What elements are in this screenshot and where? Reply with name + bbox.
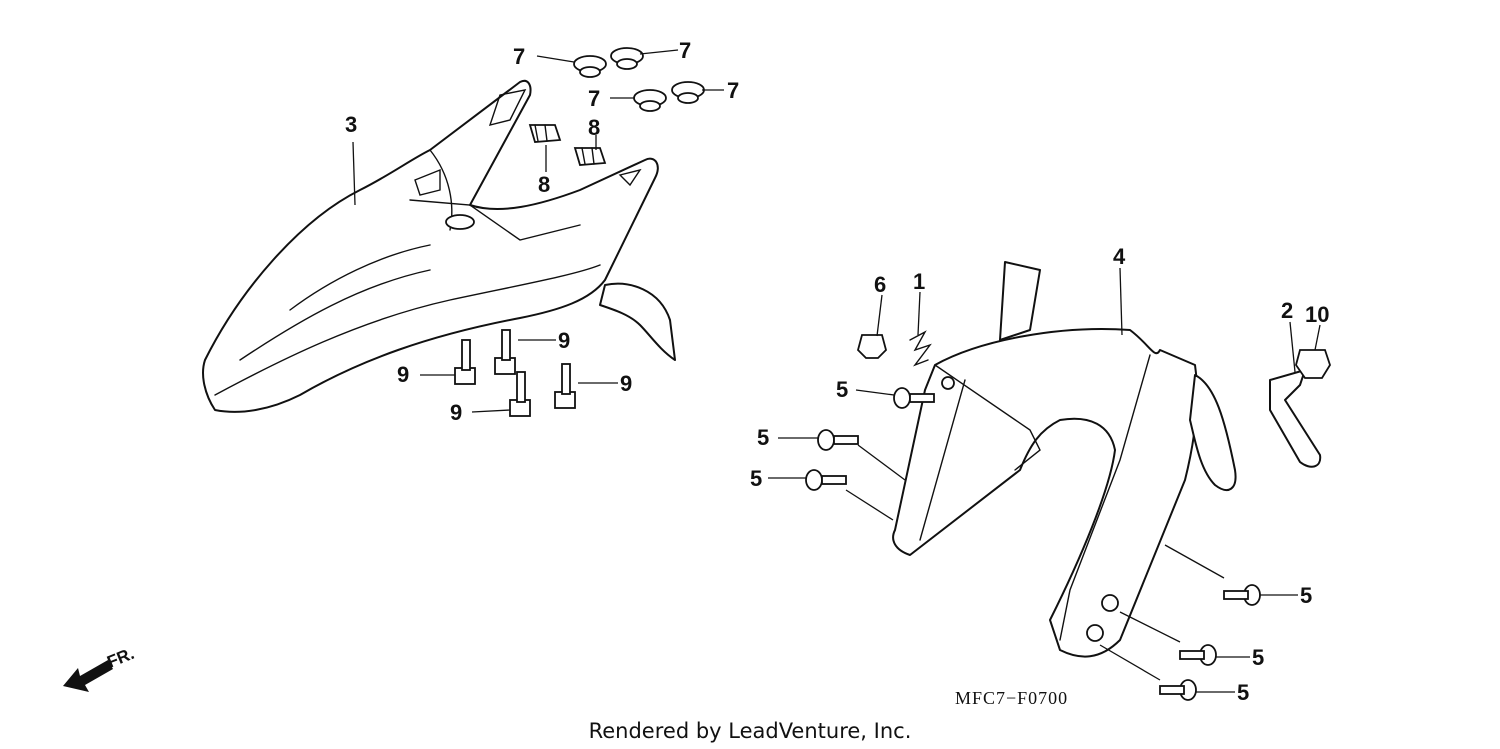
callout-9: 9 [450,400,462,425]
callout-8: 8 [538,172,550,197]
callout-5: 5 [836,377,848,402]
callout-5: 5 [757,425,769,450]
callout-5: 5 [1300,583,1312,608]
callout-5: 5 [1252,645,1264,670]
front-arrow-icon [63,660,113,692]
callout-9: 9 [558,328,570,353]
callout-9: 9 [620,371,632,396]
callout-9: 9 [397,362,409,387]
callout-7: 7 [513,44,525,69]
leader-lines [352,49,1321,693]
front-label: FR. [104,644,137,672]
callout-8: 8 [588,115,600,140]
callout-3: 3 [345,112,357,137]
callout-10: 10 [1305,302,1329,327]
diagram-code: MFC7−F0700 [955,688,1068,708]
callout-5: 5 [750,466,762,491]
small-hardware [856,330,1331,468]
front-direction-indicator: FR. [63,644,137,692]
callout-7: 7 [588,86,600,111]
screws-5 [805,387,1261,701]
callout-labels: 7 7 7 7 8 8 3 9 9 9 9 6 1 4 2 10 5 5 5 5… [345,38,1329,705]
credit-text: Rendered by LeadVenture, Inc. [589,719,912,743]
callout-7: 7 [727,78,739,103]
nuts-8 [528,124,607,166]
callout-5: 5 [1237,680,1249,705]
callout-2: 2 [1281,298,1293,323]
callout-1: 1 [913,269,925,294]
fender-brace [892,261,1237,658]
bolts-9 [454,329,576,417]
callout-4: 4 [1113,244,1126,269]
callout-7: 7 [679,38,691,63]
front-fender [202,79,676,413]
callout-6: 6 [874,272,886,297]
